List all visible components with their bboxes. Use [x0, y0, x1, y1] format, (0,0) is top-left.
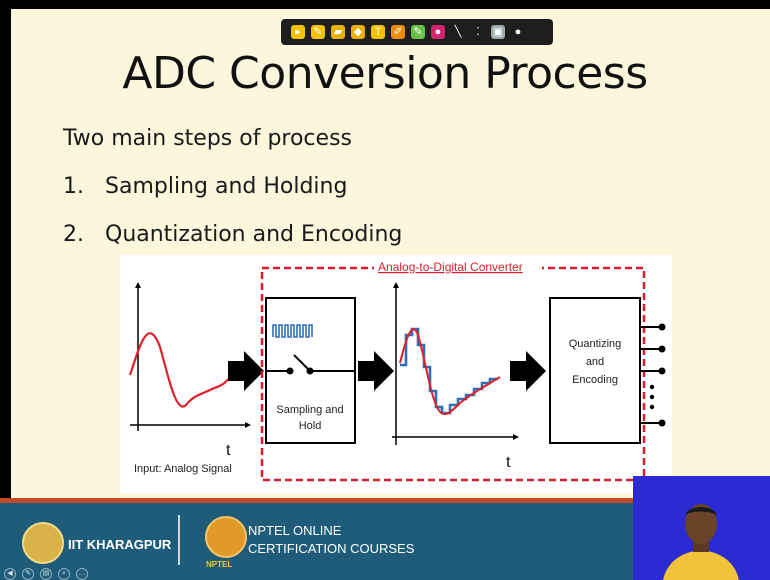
- iit-text: IIT KHARAGPUR: [68, 537, 172, 552]
- held-staircase: [400, 327, 498, 415]
- input-t-label: t: [226, 442, 231, 459]
- nptel-logo: [205, 516, 247, 558]
- step-number: 2.: [63, 222, 84, 247]
- step-label: Quantization and Encoding: [105, 222, 403, 247]
- quant-label-1: Quantizing: [569, 338, 622, 350]
- pencil-icon[interactable]: ✐: [391, 25, 405, 39]
- digital-output-pins: [640, 323, 666, 427]
- adc-label: Analog-to-Digital Converter: [378, 260, 523, 274]
- zoom-icon[interactable]: ⌕: [58, 568, 70, 580]
- text-icon[interactable]: T: [371, 25, 385, 39]
- prev-slide-icon[interactable]: ◀: [4, 568, 16, 580]
- pointer-arrow-icon[interactable]: ▸: [291, 25, 305, 39]
- sampling-label-2: Hold: [299, 420, 322, 432]
- laser-pointer-icon[interactable]: ●: [431, 25, 445, 39]
- intro-text: Two main steps of process: [63, 126, 352, 151]
- iit-logo: [22, 522, 64, 564]
- step-number: 1.: [63, 174, 84, 199]
- screen-icon[interactable]: ▣: [491, 25, 505, 39]
- dots-icon[interactable]: ⁚: [471, 25, 485, 39]
- marker-icon[interactable]: ✎: [411, 25, 425, 39]
- quant-label-2: and: [586, 356, 604, 368]
- quant-label-3: Encoding: [572, 374, 618, 386]
- more-icon[interactable]: ●: [511, 25, 525, 39]
- step-1: 1. Sampling and Holding: [63, 174, 347, 199]
- shape-icon[interactable]: ╲: [451, 25, 465, 39]
- presenter-webcam: [633, 476, 770, 580]
- presenter-figure: [633, 476, 770, 580]
- flow-arrow-1: [228, 351, 264, 391]
- switch-arm: [293, 354, 311, 372]
- flow-arrow-3: [510, 351, 546, 391]
- analog-signal-curve: [128, 332, 231, 408]
- clock-pulses: [272, 324, 313, 338]
- step-label: Sampling and Holding: [105, 174, 348, 199]
- quantizing-block: [549, 297, 641, 444]
- held-signal-axes: [392, 282, 519, 445]
- adc-diagram: t Input: Analog Signal Analog-to-Digital…: [120, 255, 672, 493]
- adc-diagram-svg: t Input: Analog Signal Analog-to-Digital…: [128, 259, 666, 482]
- footer-stripe: [0, 498, 770, 503]
- step-2: 2. Quantization and Encoding: [63, 222, 402, 247]
- input-axes: [130, 282, 251, 431]
- flow-arrow-2: [358, 351, 394, 391]
- input-caption: Input: Analog Signal: [134, 463, 232, 475]
- nptel-line-1: NPTEL ONLINE: [248, 523, 342, 538]
- pen-menu-icon[interactable]: ✎: [22, 568, 34, 580]
- sampling-label-1: Sampling and: [276, 404, 343, 416]
- nptel-small-text: NPTEL: [206, 560, 233, 569]
- more-options-icon[interactable]: …: [76, 568, 88, 580]
- pen-icon[interactable]: ✎: [311, 25, 325, 39]
- analog-signal-overlay: [399, 328, 501, 416]
- annotation-toolbar: ▸ ✎ ▰ ◆ T ✐ ✎ ● ╲ ⁚ ▣ ●: [281, 19, 553, 45]
- slides-menu-icon[interactable]: ▤: [40, 568, 52, 580]
- slide-title: ADC Conversion Process: [122, 48, 648, 99]
- footer-divider: [178, 515, 180, 565]
- highlighter-icon[interactable]: ▰: [331, 25, 345, 39]
- slide-nav-controls: ◀ ✎ ▤ ⌕ …: [4, 568, 88, 580]
- nptel-line-2: CERTIFICATION COURSES: [248, 541, 415, 556]
- held-t-label: t: [506, 454, 511, 471]
- eraser-icon[interactable]: ◆: [351, 25, 365, 39]
